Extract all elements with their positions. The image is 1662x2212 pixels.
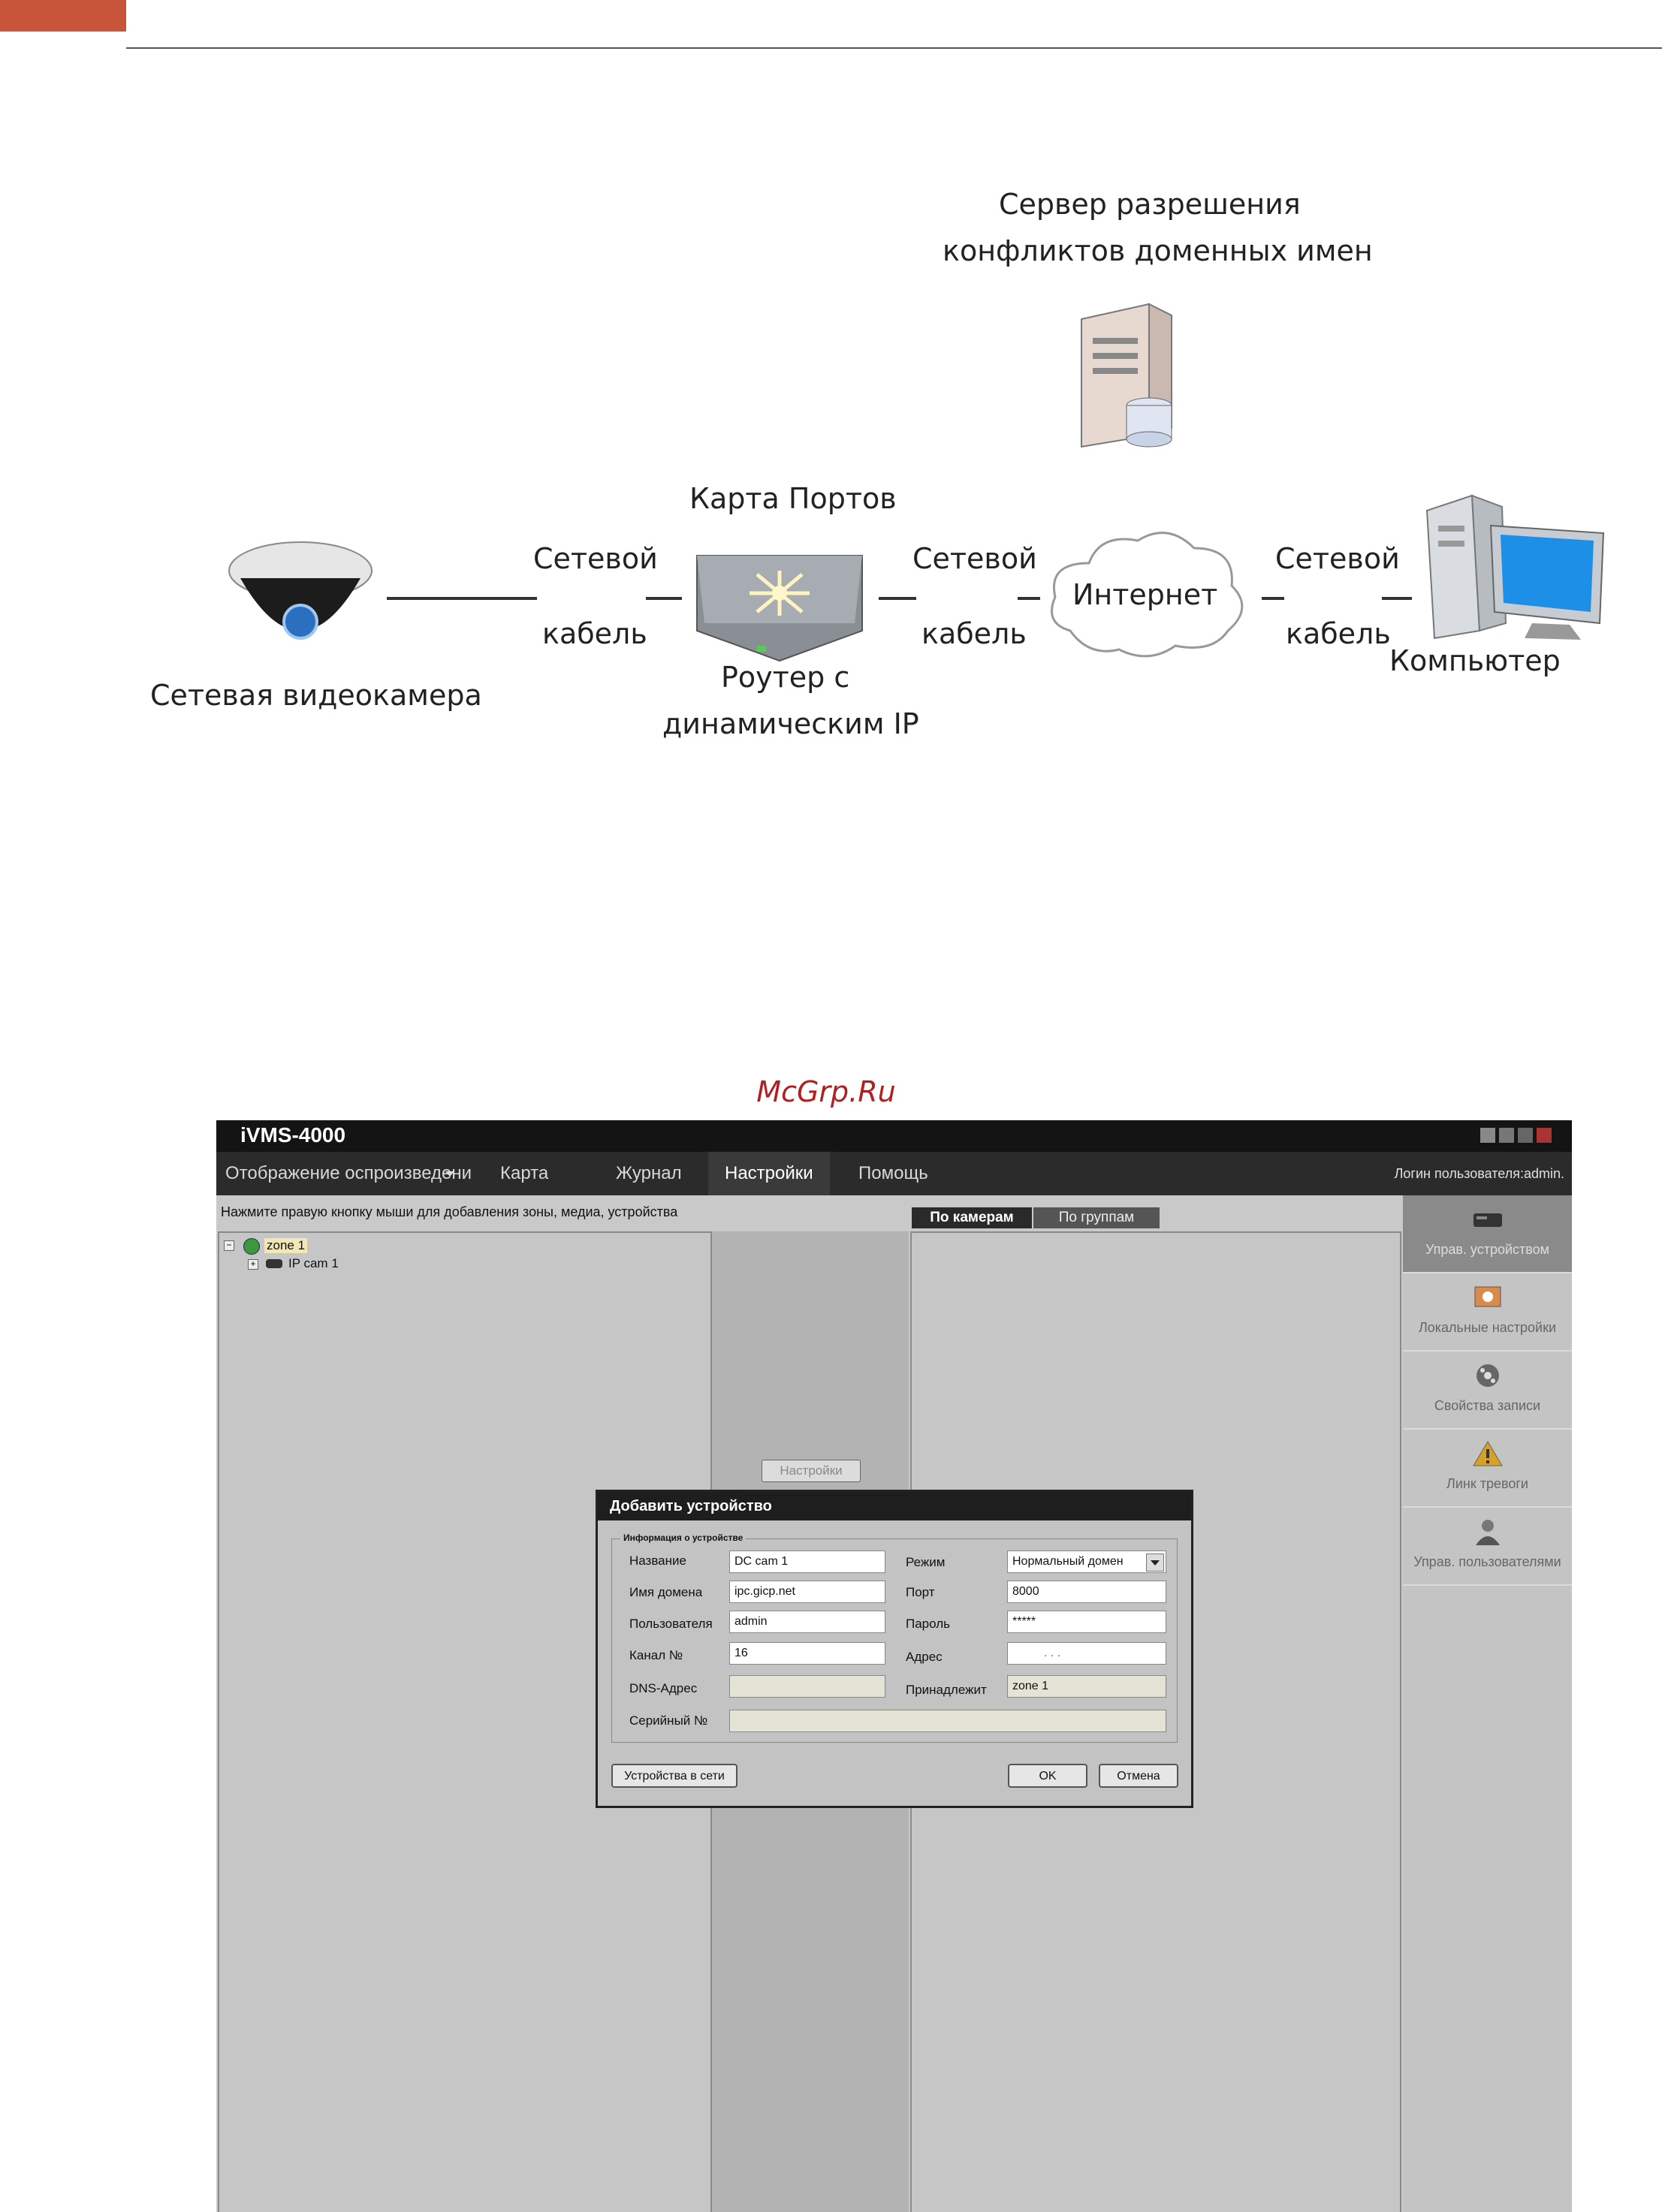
cable-line-2 [646, 597, 682, 600]
internet-cloud-icon [1051, 532, 1244, 658]
chevron-down-icon [1151, 1560, 1160, 1566]
menu-item-playback[interactable]: Отображение оспроизведени [225, 1163, 472, 1183]
mode-label: Режим [906, 1555, 946, 1569]
tab-by-group[interactable]: По группам [1033, 1207, 1160, 1228]
expand-icon[interactable]: + [248, 1259, 258, 1270]
corner-accent [0, 0, 126, 32]
channel-field[interactable]: 16 [729, 1642, 885, 1665]
serial-label: Серийный № [629, 1713, 708, 1728]
record-props-icon [1476, 1364, 1499, 1387]
device-info-legend: Информация о устройстве [620, 1532, 747, 1543]
network-devices-button[interactable]: Устройства в сети [611, 1764, 737, 1788]
user-manage-icon [1476, 1520, 1500, 1545]
lock-icon[interactable] [1499, 1128, 1514, 1143]
ok-button[interactable]: OK [1008, 1764, 1087, 1788]
cable-line-1 [387, 597, 537, 600]
cable-line-3 [879, 597, 916, 600]
belongs-label: Принадлежит [906, 1683, 987, 1697]
menu-item-log[interactable]: Журнал [616, 1163, 682, 1183]
serial-field[interactable] [729, 1710, 1166, 1732]
camera-device-icon [266, 1259, 282, 1268]
cable1-label-line2: кабель [542, 617, 647, 650]
cable-line-5 [1262, 597, 1284, 600]
menu-item-map[interactable]: Карта [500, 1163, 549, 1183]
domain-field[interactable]: ipc.gicp.net [729, 1581, 885, 1603]
dialog-title: Добавить устройство [598, 1492, 1191, 1520]
cable2-label-line1: Сетевой [912, 542, 1037, 575]
login-status: Логин пользователя:admin. [1394, 1166, 1564, 1181]
router-label-line1: Роутер с [721, 661, 850, 694]
port-field[interactable]: 8000 [1007, 1581, 1166, 1603]
domain-label: Имя домена [629, 1585, 703, 1599]
chevron-down-icon [445, 1171, 454, 1177]
name-field[interactable]: DC cam 1 [729, 1551, 885, 1573]
belongs-field[interactable]: zone 1 [1007, 1675, 1166, 1698]
sidebar-item-record-props[interactable]: Свойства записи [1403, 1352, 1572, 1430]
watermark: McGrp.Ru [756, 1075, 896, 1108]
dns-field[interactable] [729, 1675, 885, 1698]
address-field[interactable]: . . . [1007, 1642, 1166, 1665]
menu-bar: Отображение оспроизведени Карта Журнал Н… [216, 1152, 1572, 1195]
server-label-line1: Сервер разрешения [999, 188, 1301, 221]
mode-dropdown-button[interactable] [1146, 1554, 1164, 1572]
computer-icon [1425, 494, 1605, 640]
minimize-icon[interactable] [1518, 1128, 1533, 1143]
ivms-window: iVMS-4000 Отображение оспроизведени Карт… [216, 1120, 1572, 2212]
user-icon[interactable] [1480, 1128, 1495, 1143]
cable3-label-line1: Сетевой [1275, 542, 1400, 575]
password-label: Пароль [906, 1617, 950, 1631]
local-settings-icon [1474, 1286, 1501, 1307]
tree-zone-item[interactable]: zone 1 [264, 1238, 308, 1253]
password-field[interactable]: ***** [1007, 1611, 1166, 1633]
tree-device-item[interactable]: IP cam 1 [288, 1256, 339, 1270]
add-device-dialog: Добавить устройство Информация о устройс… [596, 1490, 1193, 1808]
port-map-label: Карта Портов [689, 482, 897, 515]
collapse-icon[interactable]: − [224, 1240, 234, 1251]
port-label: Порт [906, 1585, 935, 1599]
menu-item-help[interactable]: Помощь [858, 1163, 928, 1183]
internet-label: Интернет [1072, 578, 1218, 611]
user-label: Пользователя [629, 1617, 713, 1631]
tab-by-camera[interactable]: По камерам [912, 1207, 1032, 1228]
alarm-link-icon [1473, 1441, 1503, 1466]
server-label-line2: конфликтов доменных имен [943, 234, 1373, 267]
camera-label: Сетевая видеокамера [150, 679, 482, 712]
cable3-label-line2: кабель [1286, 617, 1391, 650]
router-label-line2: динамическим IP [662, 707, 919, 740]
computer-label: Компьютер [1389, 644, 1561, 677]
cable2-label-line2: кабель [921, 617, 1027, 650]
menu-item-settings[interactable]: Настройки [708, 1152, 830, 1195]
right-sidebar: Управ. устройством Локальные настройки С… [1403, 1195, 1572, 2212]
device-manage-icon [1473, 1213, 1502, 1227]
close-icon[interactable] [1537, 1128, 1552, 1143]
sidebar-item-user-manage[interactable]: Управ. пользователями [1403, 1508, 1572, 1586]
channel-label: Канал № [629, 1648, 683, 1662]
sidebar-item-alarm-link[interactable]: Линк тревоги [1403, 1430, 1572, 1508]
zone-globe-icon [243, 1238, 260, 1255]
settings-button[interactable]: Настройки [762, 1460, 861, 1482]
mode-select[interactable]: Нормальный домен [1007, 1551, 1166, 1573]
cancel-button[interactable]: Отмена [1099, 1764, 1178, 1788]
cable-line-6 [1382, 597, 1412, 600]
app-title: iVMS-4000 [240, 1123, 346, 1147]
user-field[interactable]: admin [729, 1611, 885, 1633]
device-info-group [611, 1538, 1178, 1743]
dns-label: DNS-Адрес [629, 1681, 698, 1695]
router-icon [696, 555, 863, 662]
camera-icon [228, 541, 373, 640]
title-bar: iVMS-4000 [216, 1120, 1572, 1152]
name-label: Название [629, 1554, 686, 1568]
server-icon [1081, 303, 1172, 448]
address-label: Адрес [906, 1650, 943, 1664]
sidebar-item-local-settings[interactable]: Локальные настройки [1403, 1273, 1572, 1352]
cable-line-4 [1018, 597, 1040, 600]
sidebar-item-device-manage[interactable]: Управ. устройством [1403, 1195, 1572, 1273]
hint-text: Нажмите правую кнопку мыши для добавлени… [221, 1204, 678, 1219]
cable1-label-line1: Сетевой [533, 542, 658, 575]
header-rule [126, 47, 1662, 49]
